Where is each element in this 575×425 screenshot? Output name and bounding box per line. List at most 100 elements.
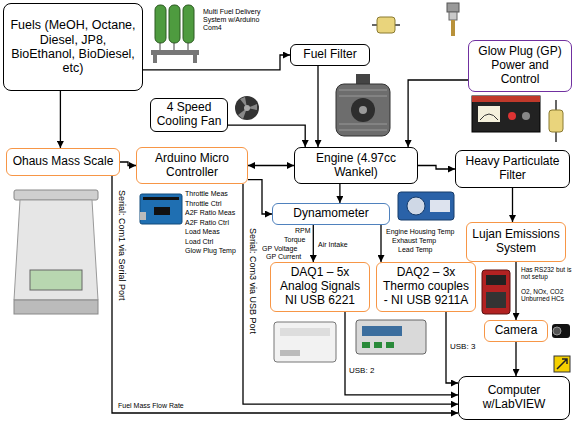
- mass-scale-illustration: [14, 190, 98, 200]
- emissions-analyzer-illustration: [482, 270, 510, 314]
- power-panel-illustration: [472, 96, 540, 132]
- signal-label: Air Intake: [318, 241, 348, 249]
- connector-label: Serial: Com3 via USB Port: [247, 228, 258, 334]
- fuel-tanks-illustration: [174, 43, 175, 50]
- arduino-board-illustration: [143, 197, 179, 200]
- daq1-illustration: [280, 328, 330, 336]
- connector-arrow: [317, 66, 318, 147]
- connector-arrow: [380, 225, 381, 262]
- process-box: Computer w/LabVIEW: [458, 376, 570, 420]
- labview-icon: [554, 356, 570, 372]
- engine-illustration: [339, 90, 387, 91]
- dynamometer-illustration: [398, 192, 454, 220]
- engine-illustration: [339, 130, 387, 131]
- glow-plug-icon: [451, 20, 455, 36]
- process-box: Ohaus Mass Scale: [6, 148, 120, 176]
- emissions-analyzer-illustration: [486, 275, 506, 285]
- connector-arrow: [313, 225, 314, 262]
- connector-arrow: [248, 180, 272, 214]
- fuel-tanks-illustration: [151, 50, 199, 55]
- fan-icon: [238, 97, 257, 119]
- signal-label: Has RS232 but is not setup: [521, 266, 573, 281]
- box-text: Engine (4.97cc Wankel): [299, 152, 413, 180]
- fuel-tanks-illustration: [169, 5, 180, 43]
- emissions-analyzer-illustration: [482, 270, 510, 314]
- power-panel-illustration: [472, 96, 540, 132]
- mass-scale-illustration: [14, 200, 98, 300]
- engine-illustration: [356, 74, 370, 84]
- box-text: Fuel Filter: [303, 48, 356, 62]
- signal-label: RPM: [295, 227, 311, 235]
- fuel-filter-icon: [372, 17, 400, 33]
- daq2-illustration: [362, 326, 402, 336]
- connector-arrow: [60, 91, 61, 148]
- signal-label: Glow Plug Temp: [185, 247, 236, 255]
- power-panel-illustration: [522, 112, 530, 120]
- signal-label: Exhaust Temp: [392, 237, 436, 245]
- engine-illustration: [359, 106, 367, 114]
- connector-arrow: [408, 80, 468, 147]
- mass-scale-illustration: [14, 300, 98, 314]
- daq2-illustration: [362, 342, 370, 348]
- signal-label: O2, NOx, CO2 Unburned HCs: [521, 288, 573, 303]
- connector-arrow: [418, 166, 455, 170]
- connector-arrow: [345, 312, 458, 395]
- daq1-illustration: [274, 322, 336, 362]
- power-panel-illustration: [478, 106, 500, 122]
- arduino-board-illustration: [140, 212, 146, 220]
- fuel-tanks-illustration: [188, 43, 189, 50]
- box-text: Fuels (MeOH, Octane, Diesel, JP8, BioEth…: [8, 18, 138, 76]
- glow-plug-icon: [449, 12, 457, 20]
- signal-label: Engine Housing Temp: [386, 228, 454, 236]
- box-text: Dynamometer: [293, 207, 368, 221]
- process-box: Glow Plug (GP) Power and Control: [468, 40, 572, 92]
- daq2-illustration: [386, 342, 394, 348]
- box-text: DAQ2 – 3x Thermo couples - NI USB 9211A: [381, 266, 471, 307]
- connector-label: USB: 3: [450, 342, 475, 351]
- daq1-illustration: [274, 322, 336, 362]
- glow-plug-icon: [447, 3, 459, 12]
- dynamometer-illustration: [398, 192, 454, 220]
- connector-arrow: [515, 262, 516, 320]
- particulate-filter-icon: [549, 110, 563, 132]
- fuel-tanks-illustration: [153, 55, 157, 63]
- connector-arrow: [339, 184, 340, 203]
- arduino-board-illustration: [140, 194, 182, 224]
- signal-label: Load Meas: [185, 228, 220, 236]
- signal-label: Lead Temp: [398, 246, 433, 254]
- fuel-tanks-illustration: [155, 5, 166, 43]
- emissions-analyzer-illustration: [486, 292, 506, 308]
- fuel-tanks-illustration: [160, 43, 161, 50]
- fan-icon: [235, 96, 259, 120]
- daq1-illustration: [280, 350, 300, 356]
- process-box: Fuels (MeOH, Octane, Diesel, JP8, BioEth…: [3, 3, 143, 91]
- particulate-filter-icon: [549, 100, 563, 142]
- process-box: DAQ1 – 5x Analog Signals NI USB 6221: [270, 262, 370, 312]
- box-text: Ohaus Mass Scale: [13, 155, 114, 169]
- fuel-tanks-illustration: [151, 5, 199, 63]
- box-text: Camera: [495, 324, 538, 338]
- mass-scale-illustration: [14, 190, 98, 314]
- mass-scale-illustration: [30, 270, 82, 290]
- connector-arrow: [143, 55, 290, 70]
- power-panel-illustration: [508, 112, 516, 120]
- labview-icon: [554, 356, 570, 372]
- daq2-illustration: [374, 342, 382, 348]
- process-box: Arduino Micro Controller: [136, 147, 248, 184]
- connector-arrow: [120, 162, 136, 166]
- connector-label: Serial: Com1 via Serial Port: [116, 190, 127, 301]
- daq2-illustration: [356, 320, 426, 354]
- power-panel-illustration: [480, 114, 498, 120]
- fuel-tanks-illustration: [193, 55, 197, 63]
- signal-label: GP Current: [266, 253, 301, 261]
- process-box: Lujan Emissions System: [466, 222, 566, 262]
- engine-illustration: [339, 96, 387, 97]
- signal-label: Throttle Meas: [185, 190, 228, 198]
- power-panel-illustration: [472, 96, 540, 102]
- connector-arrow: [248, 165, 294, 166]
- box-text: Heavy Particulate Filter: [460, 155, 565, 183]
- signal-label: Load Ctrl: [185, 238, 213, 246]
- box-text: Computer w/LabVIEW: [463, 384, 565, 412]
- labview-icon: [557, 359, 567, 369]
- engine-illustration: [351, 98, 375, 122]
